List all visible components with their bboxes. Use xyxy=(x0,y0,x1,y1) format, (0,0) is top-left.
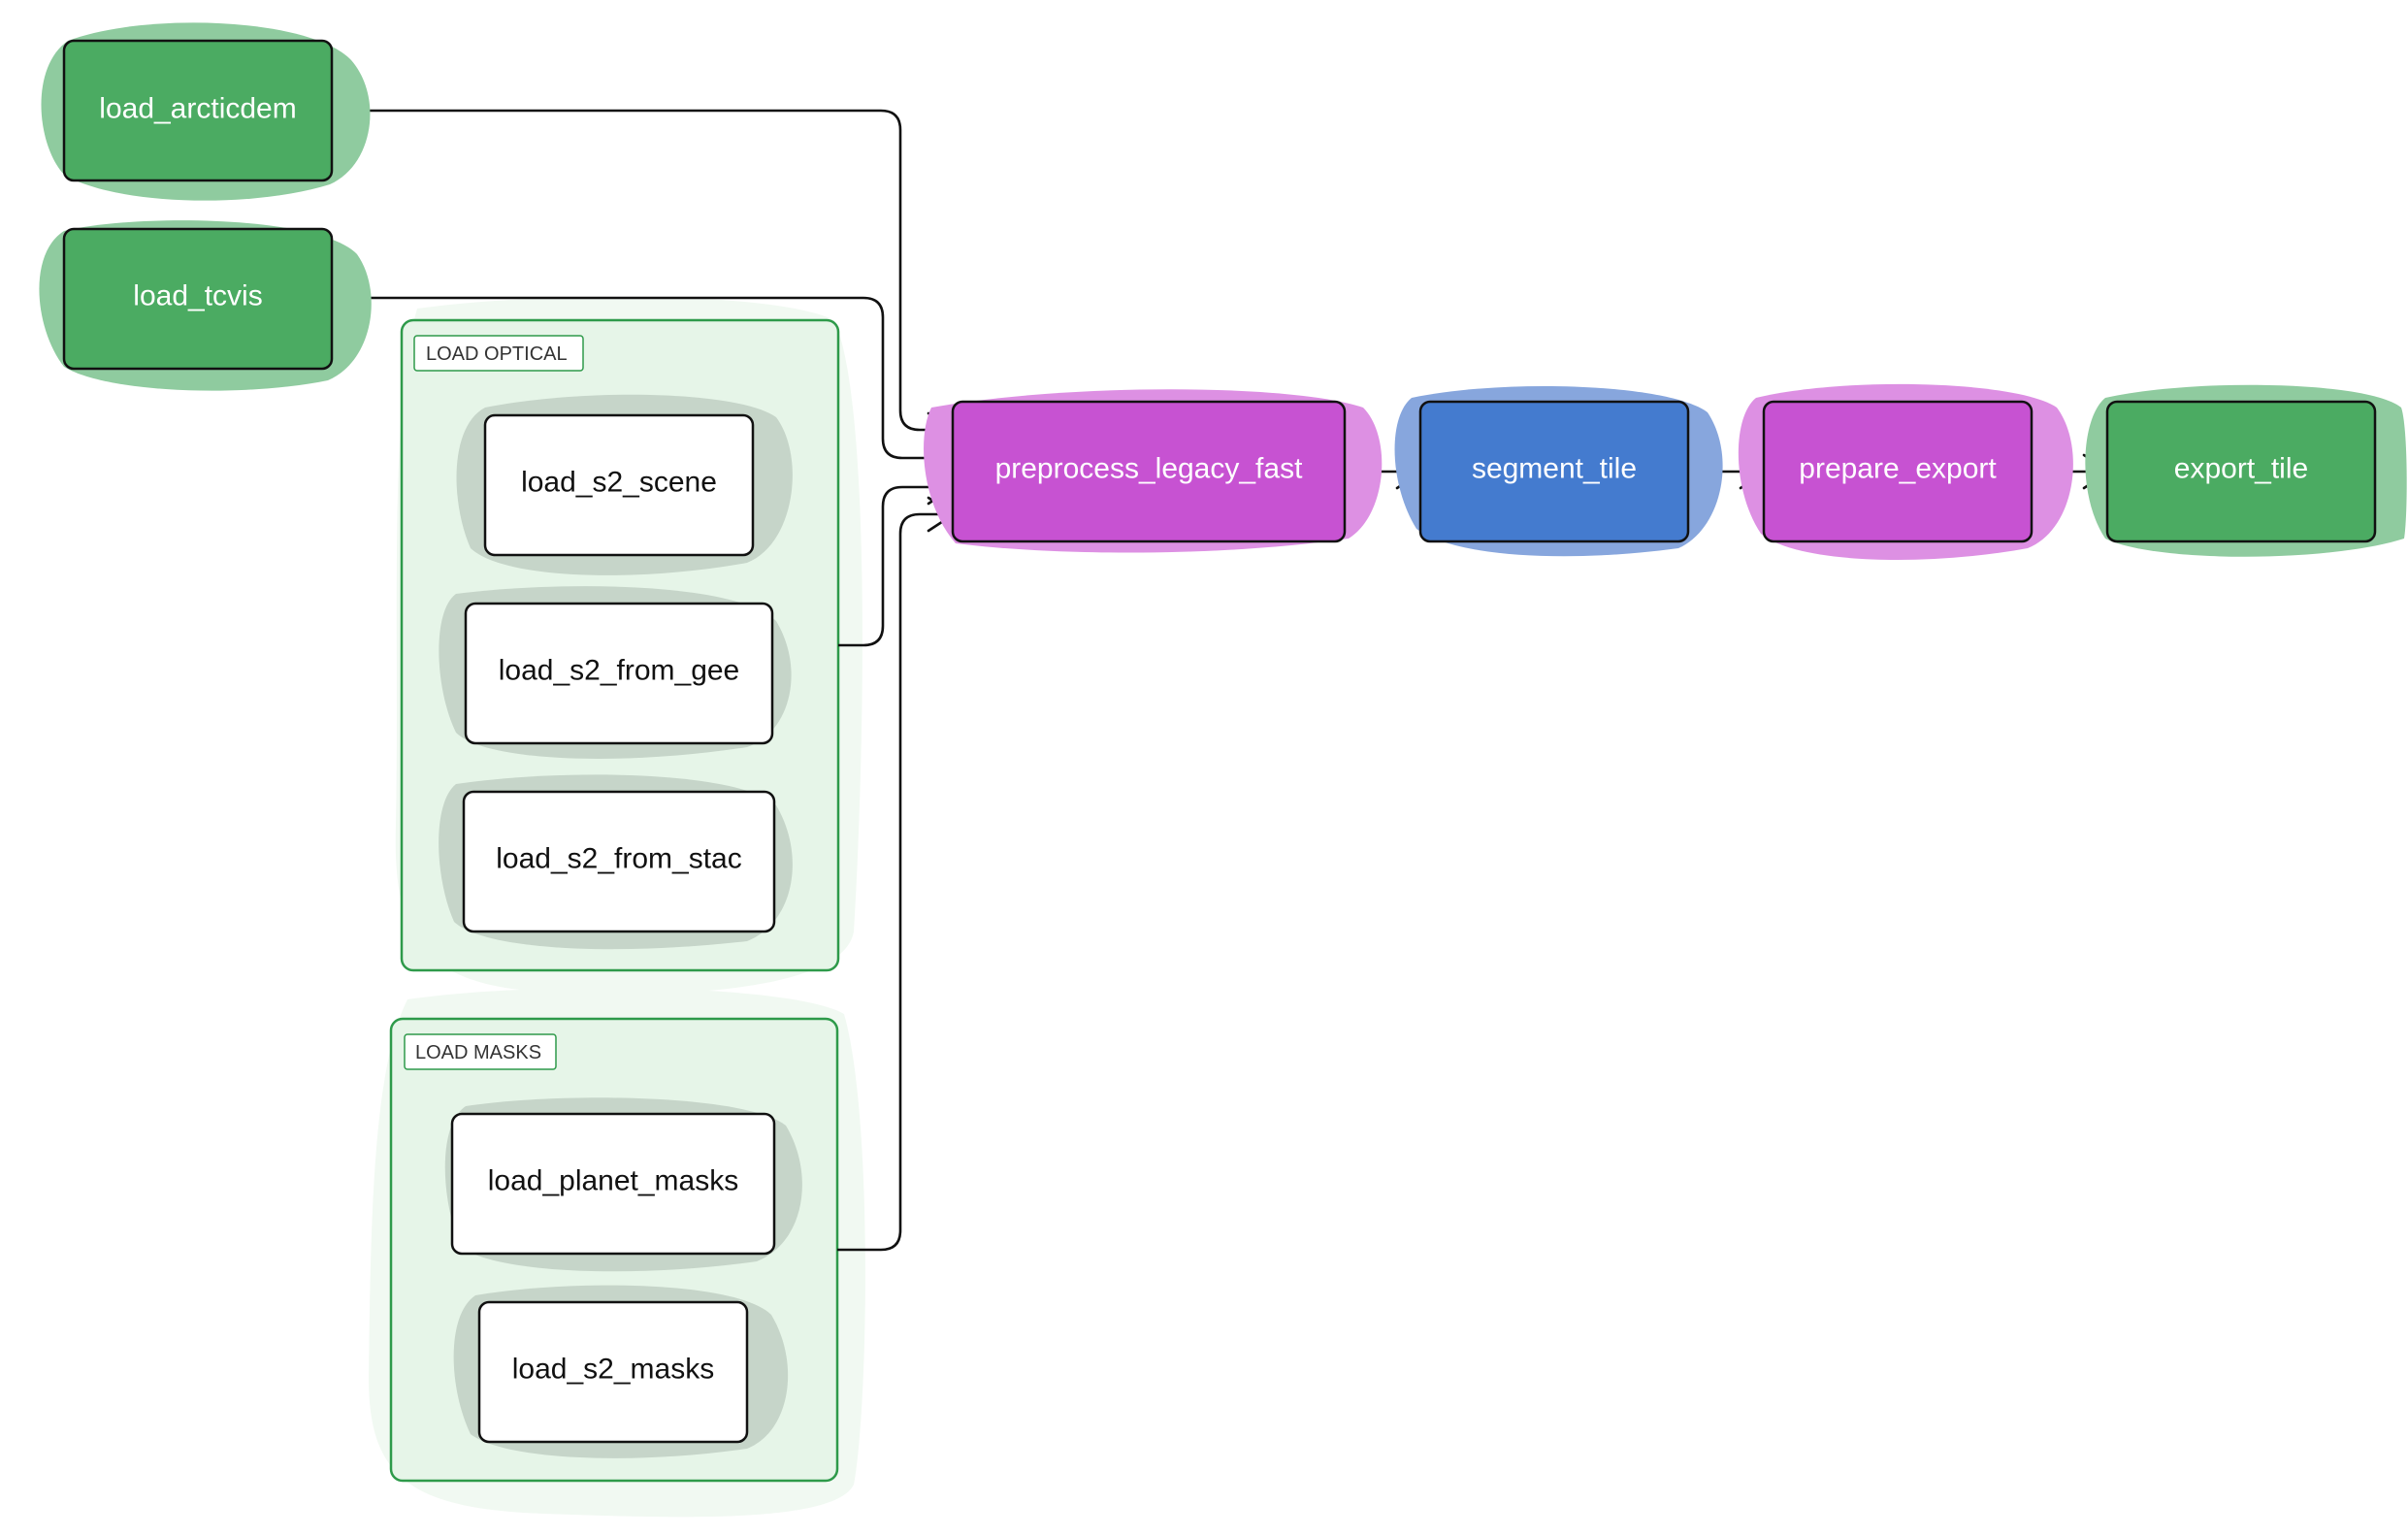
node-label: prepare_export xyxy=(1799,453,1997,485)
node-label: load_s2_from_stac xyxy=(496,843,741,875)
node-load-tcvis[interactable]: load_tcvis xyxy=(39,220,372,391)
node-label: load_planet_masks xyxy=(488,1165,739,1197)
node-box xyxy=(1418,400,1690,543)
node-load-arcticdem[interactable]: load_arcticdem xyxy=(41,22,371,201)
node-label: load_s2_from_gee xyxy=(499,655,740,687)
node-box xyxy=(464,602,774,745)
node-label: load_tcvis xyxy=(133,280,262,312)
node-segment-tile[interactable]: segment_tile xyxy=(1394,386,1723,557)
node-load-s2-scene[interactable]: load_s2_scene xyxy=(456,394,793,575)
node-preprocess-legacy-fast[interactable]: preprocess_legacy_fast xyxy=(924,389,1383,553)
edge-load-optical-to-preprocess xyxy=(838,485,951,647)
edge-load-masks-to-preprocess xyxy=(837,512,951,1252)
edge-tcvis-to-preprocess xyxy=(332,296,951,460)
node-box xyxy=(462,790,776,933)
node-box xyxy=(951,400,1347,543)
node-box xyxy=(2105,400,2377,543)
node-box xyxy=(450,1112,776,1256)
node-load-s2-masks[interactable]: load_s2_masks xyxy=(453,1285,789,1458)
group-label: LOAD OPTICAL xyxy=(426,343,568,365)
node-label: load_arcticdem xyxy=(99,93,296,125)
node-label: segment_tile xyxy=(1472,453,1637,485)
node-export-tile[interactable]: export_tile xyxy=(2085,384,2407,557)
edge-arcticdem-to-preprocess xyxy=(332,109,951,432)
node-prepare-export[interactable]: prepare_export xyxy=(1738,383,2073,560)
node-load-s2-from-stac[interactable]: load_s2_from_stac xyxy=(439,774,793,950)
node-box xyxy=(62,227,334,371)
node-load-s2-from-gee[interactable]: load_s2_from_gee xyxy=(439,586,792,759)
node-box xyxy=(62,39,334,182)
node-label: export_tile xyxy=(2174,453,2308,485)
node-box xyxy=(1762,400,2034,543)
group-label-box xyxy=(413,335,584,372)
group-label: LOAD MASKS xyxy=(415,1042,541,1063)
node-box xyxy=(477,1300,749,1444)
node-load-planet-masks[interactable]: load_planet_masks xyxy=(444,1097,802,1272)
node-label: preprocess_legacy_fast xyxy=(995,453,1304,485)
group-label-box xyxy=(404,1033,557,1070)
node-label: load_s2_masks xyxy=(512,1354,714,1386)
node-label: load_s2_scene xyxy=(521,467,717,499)
node-box xyxy=(483,413,755,557)
